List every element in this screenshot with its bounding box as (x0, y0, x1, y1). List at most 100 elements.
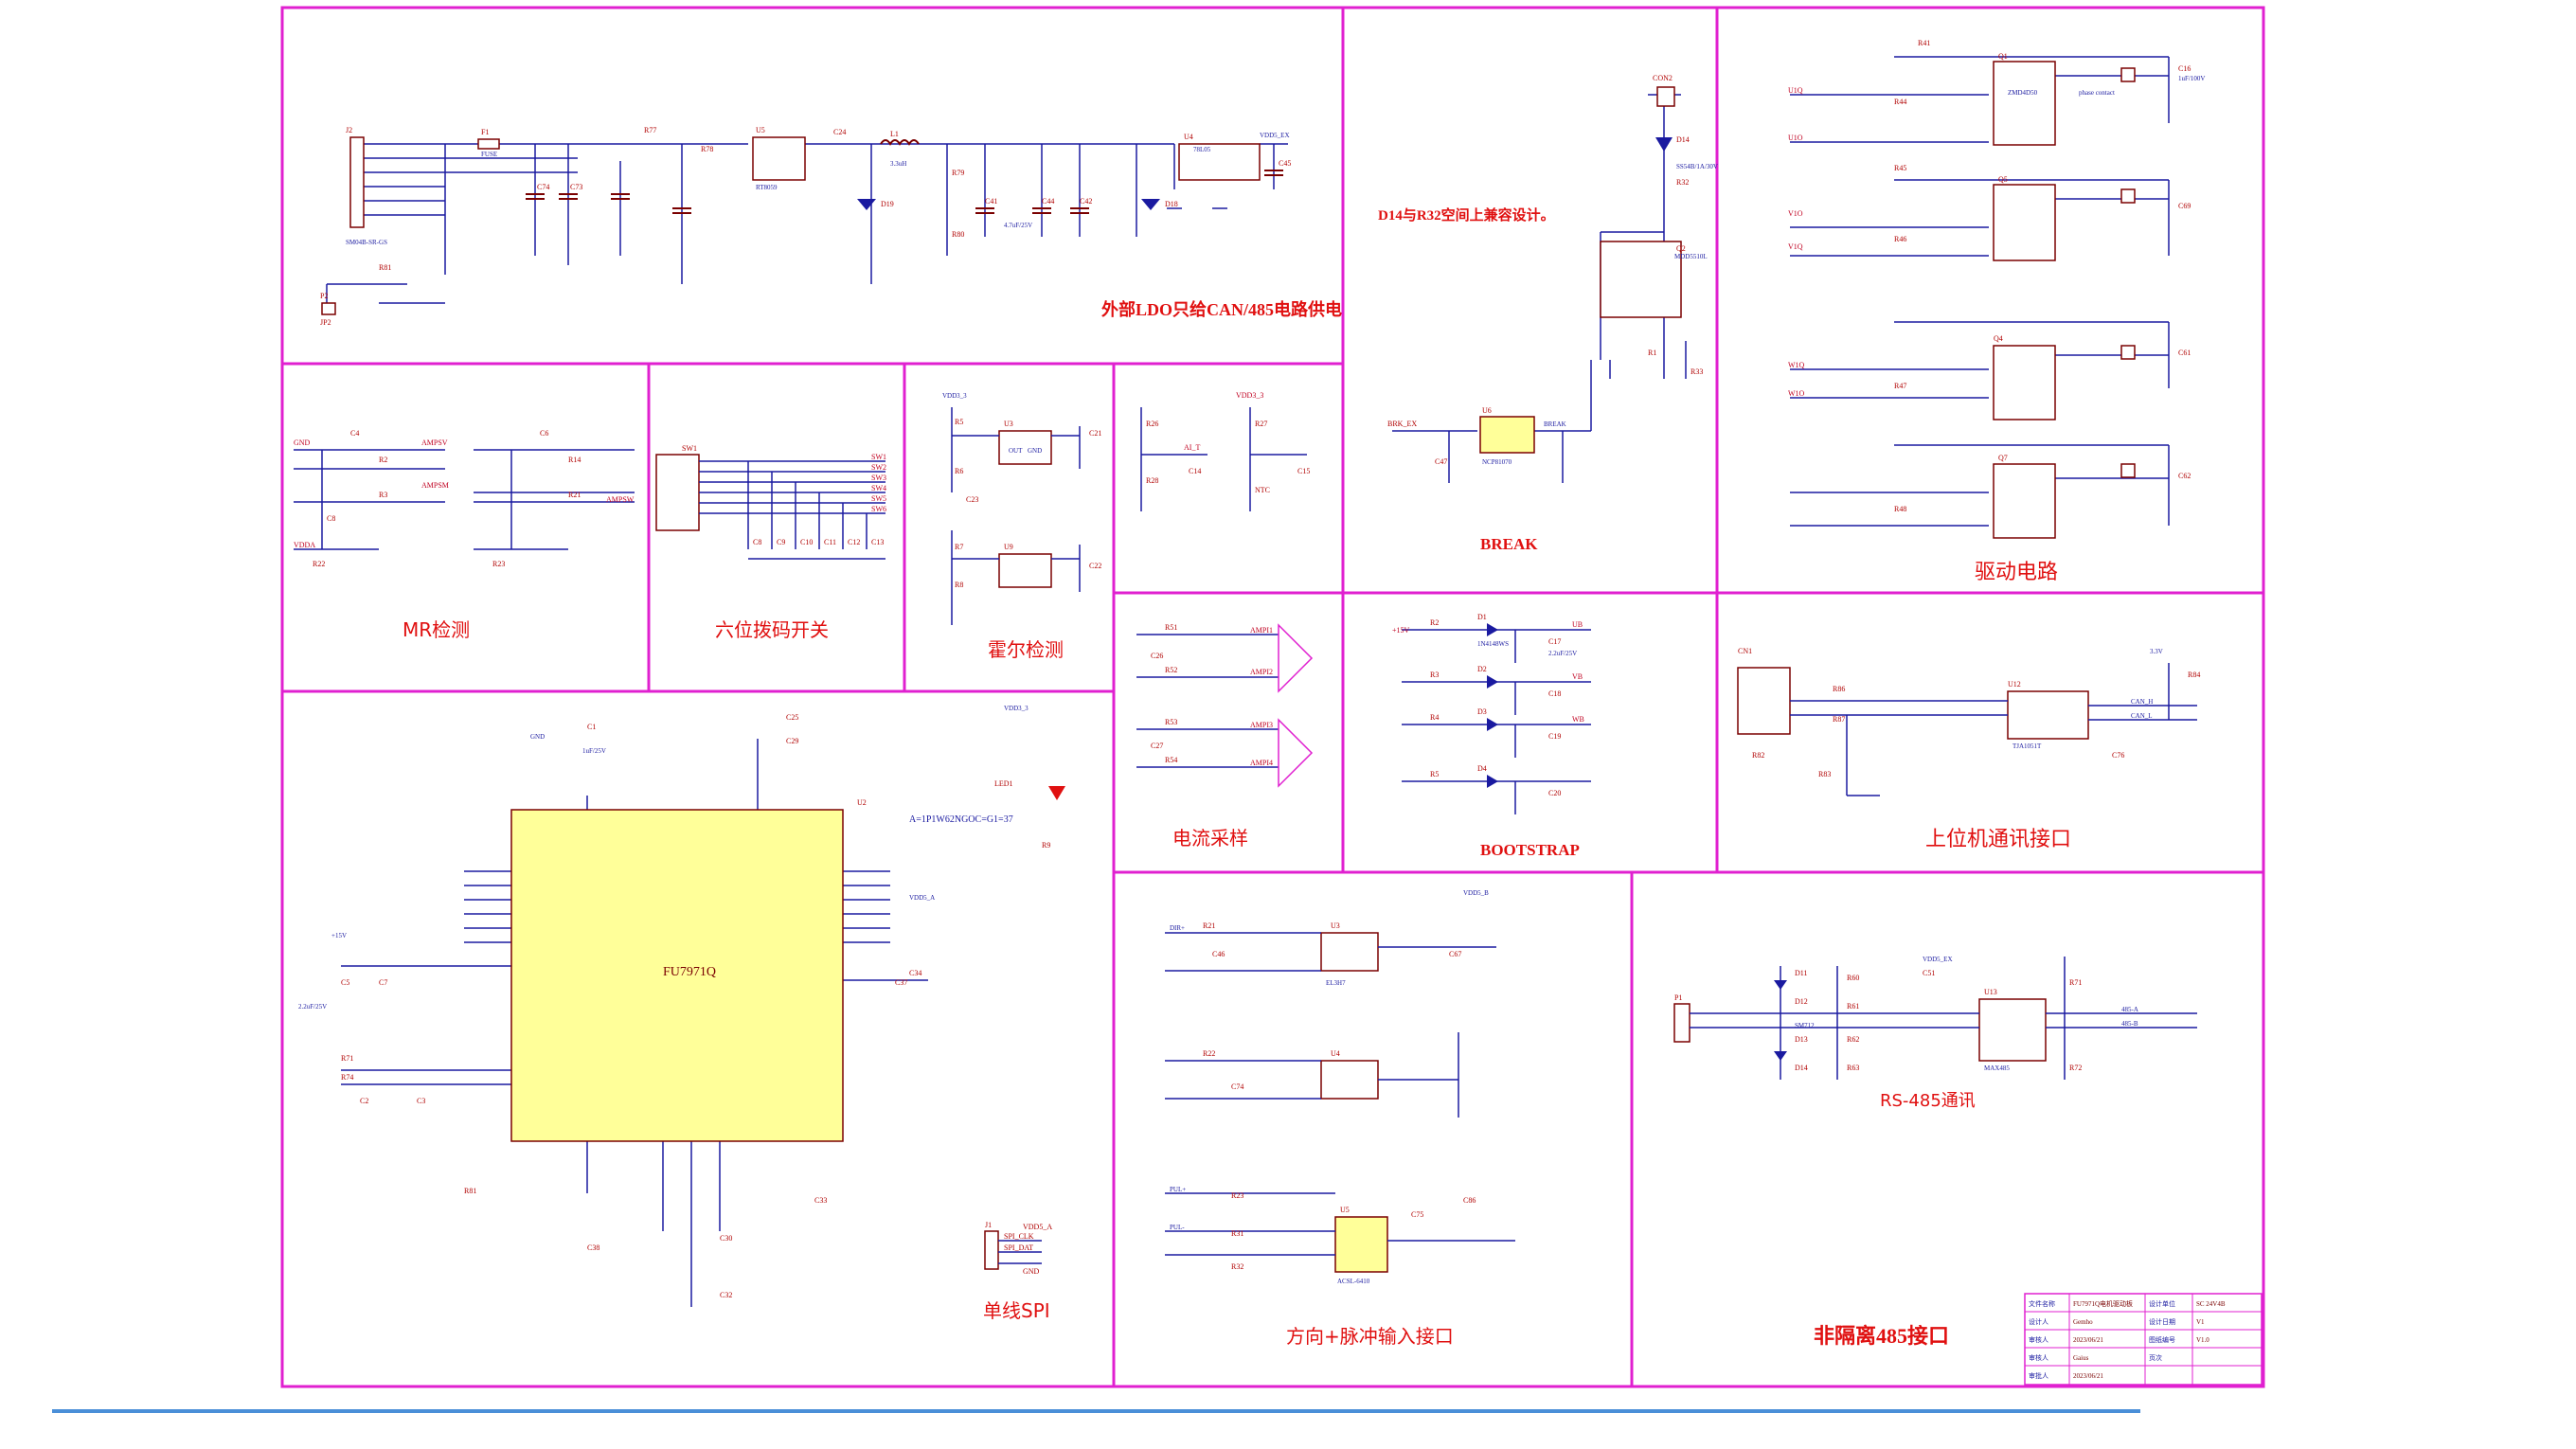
value-u5-dir: ACSL-6410 (1337, 1278, 1370, 1285)
rs485-subtitle: RS-485通讯 (1880, 1091, 1976, 1111)
tb-r1-c2: 设计日期 (2149, 1317, 2175, 1326)
label-r21: R21 (568, 491, 581, 499)
tb-r4-c1: 2023/06/21 (2073, 1372, 2103, 1380)
label-r7-hall: R7 (955, 543, 963, 551)
label-r2-bs: R2 (1430, 618, 1439, 627)
label-r83: R83 (1818, 770, 1831, 778)
net-33v-pc: 3.3V (2150, 648, 2163, 655)
dir-section-title: 方向+脉冲输入接口 (1286, 1325, 1454, 1348)
tb-r3-c2: 页次 (2149, 1353, 2162, 1362)
value-inductor: 3.3uH (890, 160, 906, 168)
dir-section: R21 R22 R23 R31 R32 U3 U4 U5 C46 C67 C74… (1165, 889, 1515, 1348)
label-d11: D11 (1795, 969, 1807, 977)
break-note: D14与R32空间上兼容设计。 (1378, 206, 1555, 224)
net-ampsw: AMPSW (606, 495, 635, 504)
driver-section: Q1 Q5 Q4 Q7 R41 R44 R45 R46 R47 R48 C16 … (1788, 39, 2205, 584)
label-c18-bs: C18 (1548, 689, 1561, 698)
label-c17-bs: C17 (1548, 637, 1561, 646)
value-j2-part: SM04B-SR-GS (346, 239, 387, 246)
label-u5: U5 (756, 126, 765, 134)
label-dip-c8: C8 (753, 538, 761, 546)
label-q7: Q7 (1998, 454, 2008, 462)
driver-part-labels: Q1 Q5 Q4 Q7 R41 R44 R45 R46 R47 R48 C16 … (1894, 39, 2191, 513)
label-c25-mcu: C25 (786, 713, 798, 722)
label-c86-dir: C86 (1463, 1196, 1476, 1205)
hall-section-title: 霍尔检测 (988, 638, 1064, 661)
net-sw2: SW2 (871, 463, 886, 472)
label-c7-mcu: C7 (379, 978, 387, 987)
label-r52: R52 (1165, 666, 1177, 674)
label-r1: R1 (1648, 349, 1656, 357)
net-v1o: V1O (1788, 209, 1803, 218)
label-f1: F1 (481, 128, 489, 136)
power-section-title: 外部LDO只给CAN/485电路供电 (1101, 299, 1342, 319)
net-sw4: SW4 (871, 484, 886, 492)
net-gnd-mr: GND (294, 438, 311, 447)
label-r82: R82 (1752, 751, 1764, 760)
tb-r3-c1: Gaius (2073, 1354, 2089, 1362)
label-q1: Q1 (1998, 52, 2008, 61)
bootstrap-part-labels: R2 R3 R4 R5 D1 D2 D3 D4 C17 C18 C19 C20 (1430, 613, 1561, 797)
pc-values: TJA1051T 3.3V CAN_H CAN_L (2012, 648, 2163, 750)
dip-part-labels: SW1 C8 C9 C10 C11 C12 C13 (682, 444, 884, 546)
value-optocoupler: EL3H7 (1326, 979, 1346, 987)
label-r80: R80 (952, 230, 964, 239)
label-c61: C61 (2178, 349, 2191, 357)
net-brk-ex: BRK_EX (1387, 420, 1417, 428)
tb-r0-c0: 文件名称 (2029, 1299, 2055, 1308)
net-spi-clk: SPI_CLK (1004, 1232, 1034, 1241)
label-r45: R45 (1894, 164, 1906, 172)
label-cn1: CN1 (1738, 647, 1752, 655)
dip-section: SW1 C8 C9 C10 C11 C12 C13 SW1 SW2 SW3 SW… (655, 444, 886, 641)
tb-r2-c3: V1.0 (2196, 1336, 2209, 1344)
label-con2: CON2 (1653, 74, 1673, 82)
label-r53: R53 (1165, 718, 1177, 726)
net-w1q: W1Q (1788, 361, 1805, 369)
label-q4: Q4 (1994, 334, 2003, 343)
label-c15: C15 (1297, 467, 1310, 475)
value-u13-part: MAX485 (1984, 1064, 2010, 1072)
label-c33-mcu: C33 (814, 1196, 827, 1205)
label-r41: R41 (1918, 39, 1930, 47)
mr-section-title: MR检测 (402, 618, 470, 641)
value-u12-part: TJA1051T (2012, 742, 2042, 750)
value-mosfet: ZMD4D50 (2008, 89, 2038, 97)
label-r5-bs: R5 (1430, 770, 1439, 778)
label-d4-bs: D4 (1477, 764, 1487, 773)
label-c34-mcu: C34 (909, 969, 921, 977)
label-c73: C73 (570, 183, 582, 191)
label-c16: C16 (2178, 64, 2191, 73)
net-pul-minus: PUL- (1170, 1224, 1185, 1231)
onewire-section: J1 SPI_CLK SPI_DAT VDD5_A GND 单线SPI (983, 1221, 1052, 1322)
net-vdda-mr: VDDA (294, 541, 315, 549)
label-c4: C4 (350, 429, 359, 438)
power-section: J2 F1 C74 C73 U5 C24 L1 D19 C41 C44 C42 … (320, 126, 1342, 327)
bootstrap-net-labels: +15V UB VB WB (1392, 620, 1584, 724)
label-r87: R87 (1833, 715, 1845, 724)
label-c30-mcu: C30 (720, 1234, 732, 1243)
tb-r4-c0: 审批人 (2029, 1371, 2048, 1380)
label-c6: C6 (540, 429, 548, 438)
label-c51: C51 (1923, 969, 1935, 977)
mcu-values: VDD3_3 VDD5_A +15V GND 2.2uF/25V 1uF/25V (298, 705, 1029, 1011)
mcu-section: U2 LED1 R9 R71 R74 R81 C1 C2 C3 C5 C7 C2… (298, 705, 1065, 1307)
hall-pin-gnd: GND (1028, 447, 1042, 455)
pc-labels: CN1 R86 R87 R82 R83 U12 C76 R84 (1738, 647, 2200, 778)
label-c67-dir: C67 (1449, 950, 1461, 958)
label-c8: C8 (327, 514, 335, 523)
title-block: 文件名称 FU7971Q电机驱动板 设计单位 SC 24V4B 设计人 Gemh… (2024, 1293, 2263, 1386)
value-d14-part: SS54B/1A/30V (1676, 163, 1718, 170)
label-r9-mcu: R9 (1042, 841, 1050, 850)
value-cap-mcu-b: 1uF/25V (582, 747, 606, 755)
driver-section-title: 驱动电路 (1975, 561, 2058, 584)
net-ampi1: AMPI1 (1250, 626, 1273, 635)
net-u1o: U1O (1788, 134, 1803, 142)
net-ampi2: AMPI2 (1250, 668, 1273, 676)
driver-net-labels: U1Q U1O V1O V1Q W1Q W1O (1788, 86, 1805, 398)
power-part-labels: J2 F1 C74 C73 U5 C24 L1 D19 C41 C44 C42 … (320, 126, 1291, 327)
label-dip-c10: C10 (800, 538, 813, 546)
label-d3-bs: D3 (1477, 707, 1487, 716)
net-can-l: CAN_L (2131, 712, 2153, 720)
value-u6-part: NCP81070 (1482, 458, 1512, 466)
